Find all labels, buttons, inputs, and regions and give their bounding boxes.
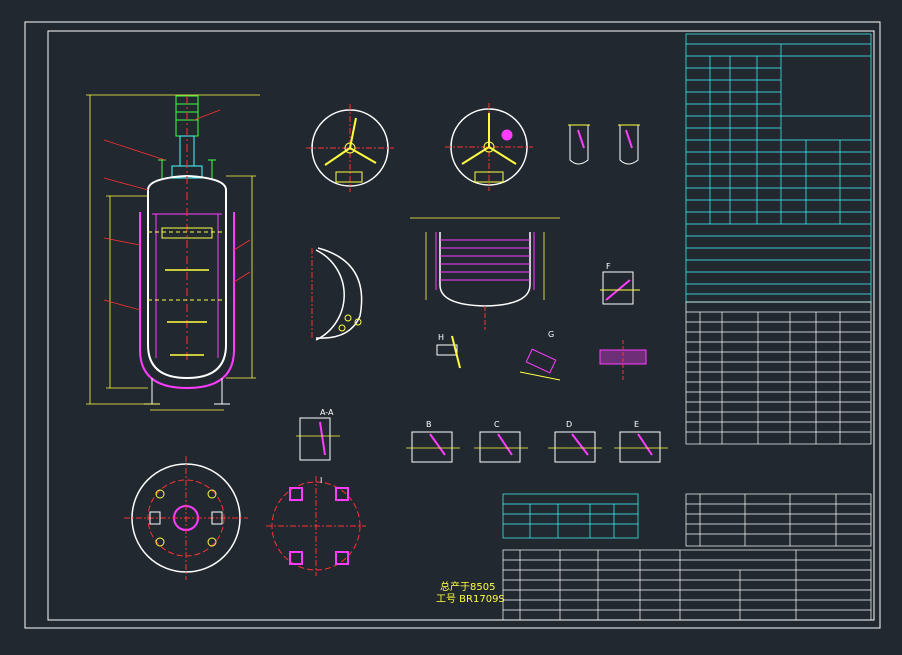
tech-spec-table [685,33,872,303]
bracket-details-top [568,124,640,165]
nozzle-details-middle [436,335,561,381]
title-block [502,549,872,621]
main-vessel-section [86,94,260,411]
top-view-right [445,103,533,191]
inner-frame [47,30,875,621]
nozzle-table [685,301,872,445]
stamp-line-2: 工号 BR1709S [436,594,505,605]
detail-caption: G [548,330,555,339]
detail-caption: D [566,420,573,429]
outer-frame [24,21,881,629]
detail-caption: H [438,333,445,342]
jacket-section-view [410,217,560,330]
top-view-left [306,104,394,192]
weld-detail-right [599,271,647,380]
stamp-line-1: 总产于8505 [440,582,496,593]
head-section-view [311,247,363,341]
vessel-shell [147,174,227,380]
bill-of-materials [685,493,872,547]
lug-plan-view [266,476,366,576]
detail-row [296,417,668,463]
detail-caption: F [606,262,611,271]
detail-caption: B [426,420,432,429]
detail-caption: C [494,420,500,429]
jacket [139,212,235,390]
detail-caption: E [634,420,640,429]
bottom-plan-view [124,456,248,580]
revision-table [502,493,639,539]
detail-caption: I [320,476,323,485]
detail-caption: A-A [320,408,334,417]
